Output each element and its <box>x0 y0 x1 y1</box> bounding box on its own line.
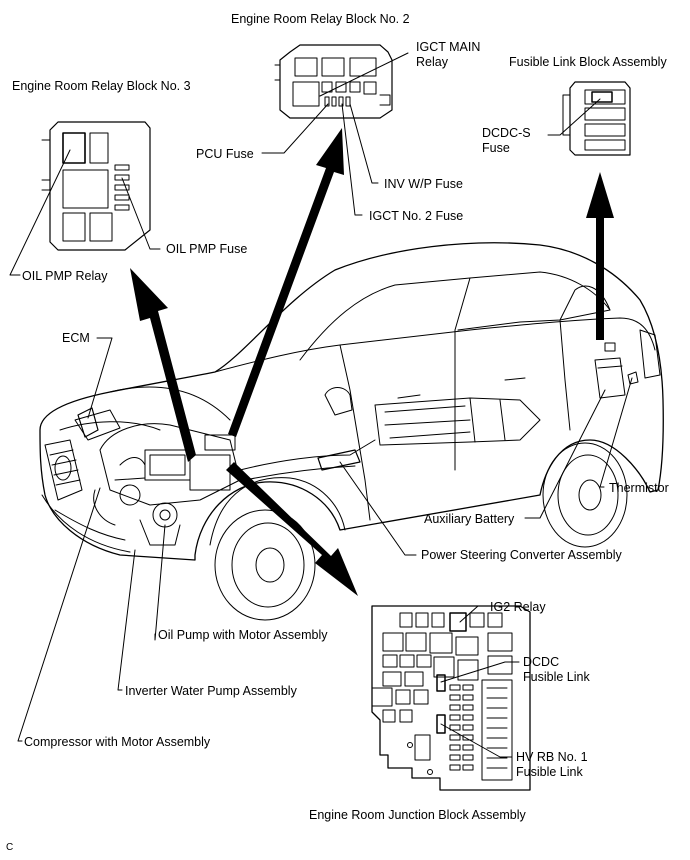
label-oil-pmp-fuse: OIL PMP Fuse <box>166 242 248 256</box>
label-auxiliary-battery: Auxiliary Battery <box>424 512 515 526</box>
junction-block-drawing <box>371 605 531 791</box>
label-inverter-water-pump: Inverter Water Pump Assembly <box>125 684 297 698</box>
label-power-steering-converter: Power Steering Converter Assembly <box>421 548 622 562</box>
relay-block-2-drawing <box>274 44 393 119</box>
label-igct-no2-fuse: IGCT No. 2 Fuse <box>369 209 464 223</box>
label-dcdc-s-fuse: DCDC-S Fuse <box>482 126 531 155</box>
label-inv-wp-fuse: INV W/P Fuse <box>384 177 463 191</box>
fusible-link-block-drawing <box>562 81 631 156</box>
vehicle-drawing <box>39 242 664 621</box>
label-ig2-relay: IG2 Relay <box>490 600 546 614</box>
label-oil-pmp-relay: OIL PMP Relay <box>22 269 108 283</box>
label-ecm: ECM <box>62 331 90 345</box>
label-relay-block-2: Engine Room Relay Block No. 2 <box>231 12 410 26</box>
pointer-arrows <box>130 128 614 596</box>
label-thermistor: Thermistor <box>609 481 669 495</box>
label-oil-pump-motor: Oil Pump with Motor Assembly <box>158 628 328 642</box>
leader-lines <box>9 52 633 758</box>
label-dcdc-fusible-link: DCDC Fusible Link <box>523 655 590 684</box>
label-fusible-link-block: Fusible Link Block Assembly <box>509 55 667 69</box>
relay-block-3-drawing <box>41 121 151 251</box>
label-compressor-motor: Compressor with Motor Assembly <box>24 735 211 749</box>
label-relay-block-3: Engine Room Relay Block No. 3 <box>12 79 191 93</box>
label-pcu-fuse: PCU Fuse <box>196 147 254 161</box>
label-hv-rb-fusible-link: HV RB No. 1 Fusible Link <box>516 750 588 779</box>
figure-code: C <box>6 842 14 853</box>
label-igct-main-relay: IGCT MAIN Relay <box>416 40 481 69</box>
label-junction-block: Engine Room Junction Block Assembly <box>309 808 526 822</box>
